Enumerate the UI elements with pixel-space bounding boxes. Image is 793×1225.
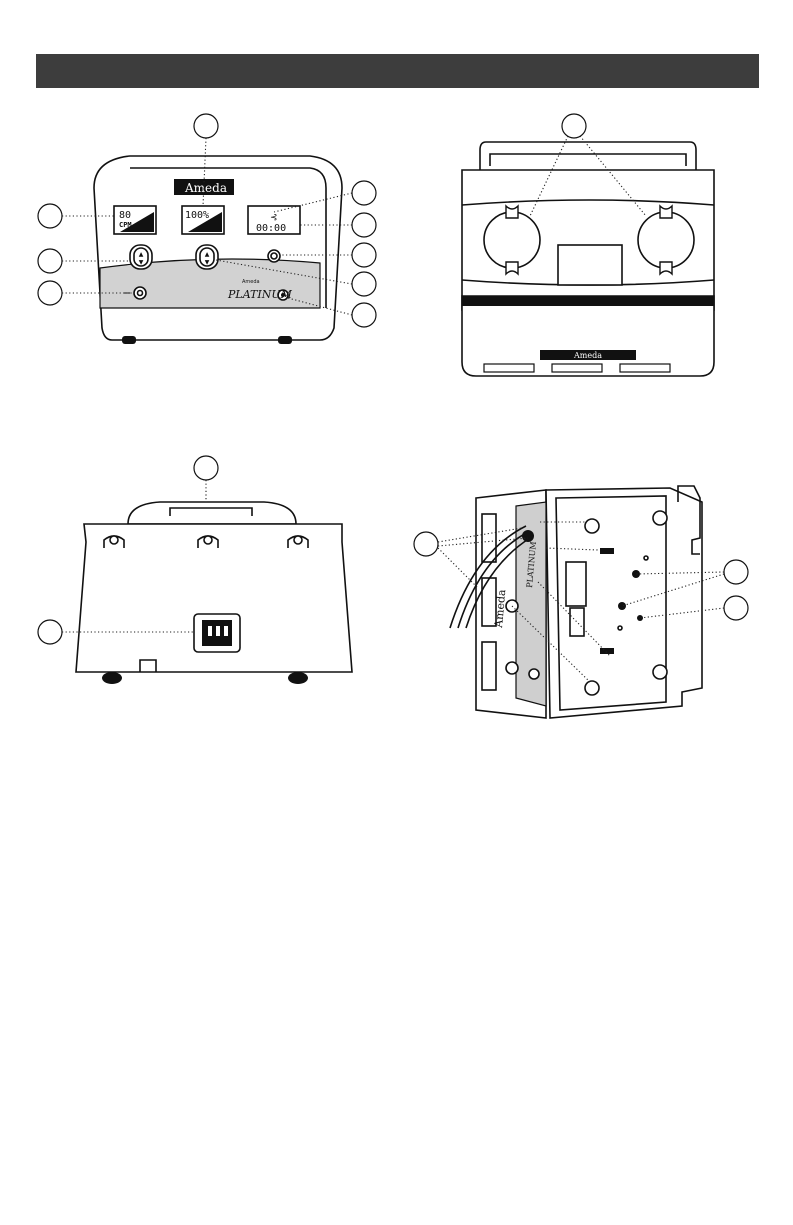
platinum-logo: PLATINUM: [227, 288, 293, 301]
svg-text:▲: ▲: [205, 251, 210, 258]
bottle-holder-right: [638, 212, 694, 268]
bottle-holder-left: [484, 212, 540, 268]
svg-text:▼: ▼: [205, 259, 210, 266]
top-brand-name: Ameda: [573, 351, 602, 360]
top-view-figure: Ameda: [440, 110, 760, 385]
callout-11: [194, 456, 218, 480]
bottom-foot-2: [618, 602, 626, 610]
display-rate-value: 80: [119, 210, 131, 221]
callout-5: [352, 181, 376, 205]
section-header-bar: [36, 54, 759, 88]
display-vacuum-value: 100%: [185, 210, 209, 221]
display-timer-value: 00:00: [256, 223, 286, 234]
bottom-foot-1: [632, 570, 640, 578]
timer-button[interactable]: [268, 250, 280, 262]
callout-15: [724, 596, 748, 620]
callout-9: [352, 303, 376, 327]
callout-13: [414, 532, 438, 556]
power-button[interactable]: [134, 287, 146, 299]
display-rate-unit: CPM: [119, 221, 132, 229]
callout-7: [352, 243, 376, 267]
logo-small: Ameda: [242, 279, 260, 285]
callout-6: [352, 213, 376, 237]
svg-text:▼: ▼: [139, 259, 144, 266]
callout-4: [38, 281, 62, 305]
callout-3: [38, 249, 62, 273]
side-view-figure: Ameda PLATINUM: [410, 478, 755, 728]
bottom-foot-3: [637, 615, 643, 621]
callout-14: [724, 560, 748, 584]
callout-10: [562, 114, 586, 138]
svg-text:▲: ▲: [139, 251, 144, 258]
front-view-figure: Ameda 80 CPM 100% ⊰ 00:00 ▲ ▼ ▲ ▼ Ameda …: [30, 108, 390, 353]
back-view-figure: [30, 452, 370, 707]
callout-2: [38, 204, 62, 228]
brand-name: Ameda: [184, 181, 227, 195]
callout-8: [352, 272, 376, 296]
callout-12: [38, 620, 62, 644]
timer-icon: ⊰: [270, 213, 278, 223]
callout-1: [194, 114, 218, 138]
